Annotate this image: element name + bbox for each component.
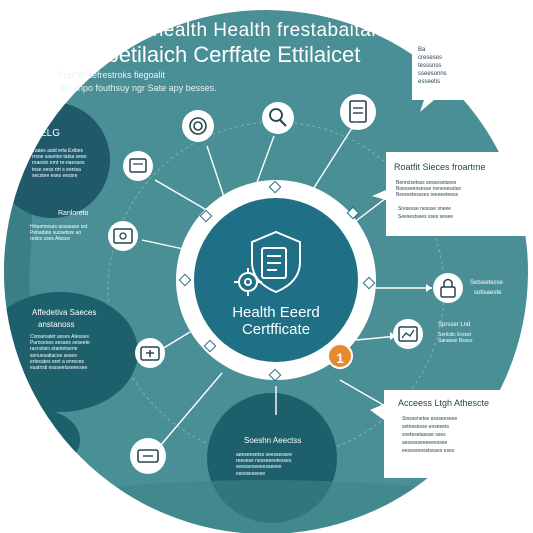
left-lower-panel-body: Consenatet asses Atesses Puroceses sesae…: [30, 334, 90, 372]
right-mid-callout-body: Benrstsetsss sessesetsees Boesseensesse …: [396, 180, 462, 199]
callout-boxes: [370, 38, 533, 478]
title-line-2: of betilaich Cerffate Ettilaicet: [82, 42, 361, 67]
step-number-badge: 1: [327, 343, 353, 369]
icon-nodes: [108, 94, 463, 474]
subtitle-line-1: Fup 'th' tefrestroks fiegoalit: [58, 70, 165, 80]
arrow-heads: [352, 122, 432, 340]
right-mid-callout-bullet: Sresesse nessse sneee: [398, 206, 452, 212]
top-right-callout-text: Ba creseses tesssnss sseesonns esseetis: [418, 47, 447, 85]
mid-left-panel-title: Ranloreto: [58, 210, 89, 217]
center-title-line-2: Certfficate: [241, 321, 311, 338]
bottom-center-title: Soeshn Aeectss: [244, 436, 302, 445]
bottom-right-callout-bullet: aessssseeeeeessee: [402, 440, 448, 446]
right-mid-callout-title: Roatfit Sieces froartme: [394, 162, 486, 172]
gear-icon: [234, 268, 262, 296]
lock-icon: [433, 273, 463, 303]
browser-window-icon: [108, 221, 138, 251]
top-left-panel-title: ELG: [40, 128, 61, 139]
center-title-line-1: Health Eeerd: [232, 304, 320, 321]
hub-markers: [178, 180, 376, 382]
bottom-right-callout-title: Acceess Ltgh Athescte: [398, 398, 490, 408]
bottom-shade: [4, 480, 528, 533]
mid-left-panel-body: Hrtaomesas assasase sst Pebadate sussets…: [30, 224, 88, 243]
bottom-right-callout-bullet: Stsssenetse essseeseee: [402, 416, 458, 422]
top-left-panel-body: Yaaes aaid erta Exibes rrsoe sasetes tat…: [32, 148, 87, 179]
search-icon: [262, 102, 294, 134]
bottom-left-bubble: [4, 410, 80, 470]
title-line-1: ord health Health frestabaitan: [118, 20, 383, 41]
handshake-icon: [130, 438, 166, 474]
left-lower-panel-subtitle: anstanoss: [38, 320, 75, 329]
right-mid-callout-bullet: Seesestsees sses sesee: [398, 214, 454, 220]
clipboard-icon: [340, 94, 376, 130]
bottom-right-callout: [370, 390, 533, 478]
medical-kit-icon: [135, 338, 165, 368]
document-icon: [123, 151, 153, 181]
right-small-2-title: Sprsser Lnd: [438, 322, 471, 328]
bottom-center-body: aeeseesetss seessessee reesese nesseeeet…: [236, 452, 292, 477]
subtitle-line-2: Bit anpo fouthsuy ngr Sate apy besses.: [60, 83, 217, 93]
bottom-right-callout-bullet: setnesesse enseeets: [402, 424, 449, 430]
right-small-2-body: Sertistic Erssst Sanasse Bsses: [438, 332, 473, 345]
right-small-1-title: Setseetesse: [470, 280, 504, 286]
chart-card-icon: [393, 319, 423, 349]
right-mid-callout: [372, 152, 533, 236]
fingerprint-icon: [182, 110, 214, 142]
left-lower-panel-title: Affedetiva Saeces: [32, 308, 97, 317]
shield-clipboard-icon: [251, 230, 301, 294]
bottom-right-callout-bullet: snetesetassse sses: [402, 432, 446, 438]
bottom-right-callout-bullet: eessssnesstssses eses: [402, 448, 455, 454]
top-right-callout: [412, 38, 480, 112]
right-small-1-body: sobsaeste: [474, 290, 502, 296]
